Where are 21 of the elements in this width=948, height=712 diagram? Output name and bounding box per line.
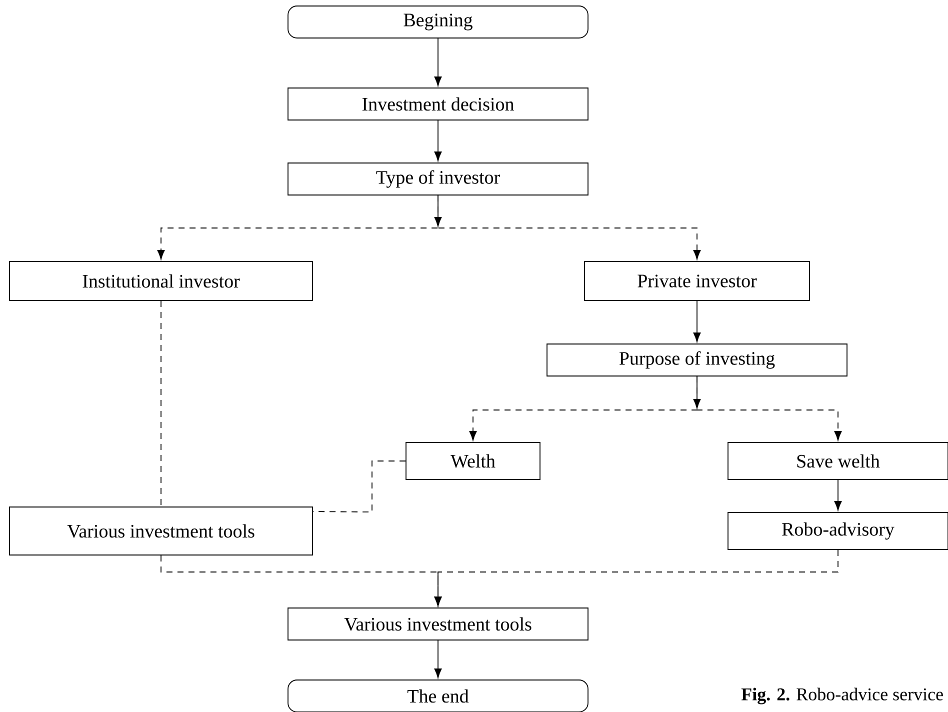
process-box: Save welth xyxy=(728,442,948,480)
arrow xyxy=(693,376,701,409)
arrow xyxy=(834,480,842,511)
process-box: Various investment tools xyxy=(9,506,313,556)
process-box: Robo-advisory xyxy=(728,512,948,550)
process-box: Private investor xyxy=(584,261,810,301)
arrow xyxy=(434,195,442,227)
process-box: Welth xyxy=(406,442,540,480)
caption: Fig. 2. Robo-advice service xyxy=(741,688,943,704)
terminal-box: The end xyxy=(288,680,588,712)
arrow xyxy=(434,120,442,162)
process-box: Investment decision xyxy=(288,88,588,120)
arrow xyxy=(434,38,442,86)
process-box: Institutional investor xyxy=(9,261,313,301)
process-box: Purpose of investing xyxy=(546,344,848,376)
arrow xyxy=(434,572,442,606)
terminal-box: Begining xyxy=(288,6,588,38)
arrow xyxy=(693,300,701,342)
arrow xyxy=(434,640,442,678)
process-box: Various investment tools xyxy=(288,608,588,640)
process-box: Type of investor xyxy=(288,162,588,196)
